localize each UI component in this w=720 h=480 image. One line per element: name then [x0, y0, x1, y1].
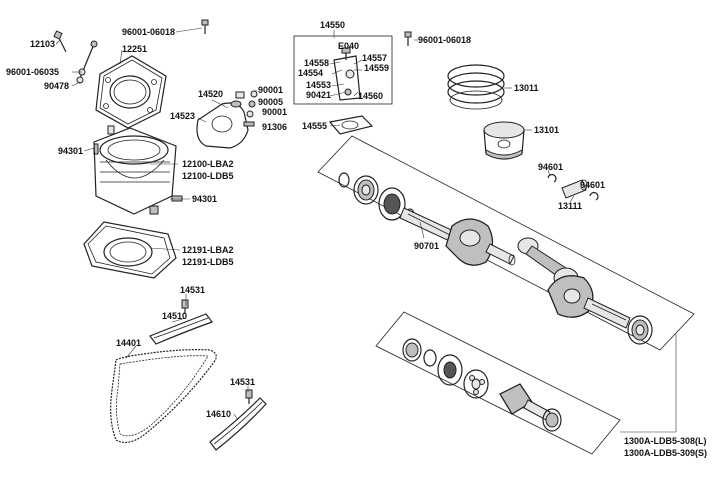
label-14554: 14554	[298, 68, 323, 78]
label-96001-06018-right: 96001-06018	[418, 35, 471, 45]
crankshaft-left	[399, 207, 494, 266]
label-13111: 13111	[558, 201, 582, 211]
assembly-box-14550	[293, 35, 393, 105]
label-90701: 90701	[414, 241, 439, 251]
tensioner-lifter-14520	[196, 91, 249, 149]
piston-clip-94601-b	[589, 192, 599, 201]
label-14557: 14557	[362, 53, 387, 63]
label-14531-a: 14531	[180, 285, 205, 295]
piston-clip-94601-a	[547, 174, 557, 183]
label-94301-a: 94301	[58, 146, 83, 156]
lifter-parts-90001	[243, 90, 258, 127]
label-14550: 14550	[320, 20, 345, 30]
label-90421: 90421	[306, 90, 331, 100]
leader-lines	[55, 27, 677, 433]
label-e040: E040	[338, 41, 359, 51]
balancer-gear	[437, 354, 463, 386]
balancer-bearing-left	[402, 338, 437, 367]
label-90001-b: 90001	[262, 107, 287, 117]
cylinder-12100	[93, 127, 177, 215]
label-12100-ldb5: 12100-LDB5	[182, 171, 234, 181]
crankpin-90701	[485, 243, 516, 266]
label-14553: 14553	[306, 80, 331, 90]
label-14610: 14610	[206, 409, 231, 419]
label-12103: 12103	[30, 39, 55, 49]
label-12191-ldb5: 12191-LDB5	[182, 257, 234, 267]
dowel-94301-b	[171, 195, 183, 202]
label-94601-a: 94601	[538, 162, 563, 172]
label-14523: 14523	[170, 111, 195, 121]
balancer-weight	[463, 369, 489, 399]
label-14520: 14520	[198, 89, 223, 99]
crankshaft-box	[317, 135, 695, 351]
label-14555: 14555	[302, 121, 327, 131]
label-96001-06035: 96001-06035	[6, 67, 59, 77]
label-12191-lba2: 12191-LBA2	[182, 245, 234, 255]
label-12251: 12251	[122, 44, 147, 54]
label-14401: 14401	[116, 338, 141, 348]
cam-chain-14401	[110, 349, 217, 443]
balancer-shaft	[499, 383, 551, 421]
label-14510: 14510	[162, 311, 187, 321]
crankshaft-right	[547, 275, 631, 329]
balancer-box	[375, 311, 621, 455]
label-14558: 14558	[304, 58, 329, 68]
gasket-14555	[328, 115, 374, 135]
piston-rings-13011	[447, 64, 505, 110]
chain-guide-14610	[209, 397, 267, 451]
label-13011: 13011	[514, 83, 539, 93]
base-gasket-12191	[83, 221, 177, 279]
label-14560: 14560	[358, 91, 383, 101]
stud-bolt-12103	[53, 30, 67, 53]
guide-bolt-14531-b	[245, 389, 253, 404]
label-90478: 90478	[44, 81, 69, 91]
head-gasket-12251	[95, 55, 167, 129]
label-14559: 14559	[364, 63, 389, 73]
label-1300a-ldb5-308: 1300A-LDB5-308(L)	[624, 436, 707, 446]
bolt-96001-06018-top	[201, 19, 209, 34]
label-90001-a: 90001	[258, 85, 283, 95]
guide-bolt-14531-a	[181, 299, 189, 314]
piston-13101	[483, 121, 525, 160]
label-91306: 91306	[262, 122, 287, 132]
label-94301-b: 94301	[192, 194, 217, 204]
part-labels: 12103 12251 96001-06018 96001-06035 9047…	[6, 20, 707, 458]
crank-bearing-right	[627, 315, 653, 345]
balancer-bearing-right	[542, 408, 562, 432]
label-90005: 90005	[258, 97, 283, 107]
chain-tensioner-14510	[149, 313, 213, 345]
label-13101: 13101	[534, 125, 559, 135]
label-94601-b: 94601	[580, 180, 605, 190]
label-1300a-ldb5-309: 1300A-LDB5-309(S)	[624, 448, 707, 458]
label-96001-06018-top: 96001-06018	[122, 27, 175, 37]
label-12100-lba2: 12100-LBA2	[182, 159, 234, 169]
label-14531-b: 14531	[230, 377, 255, 387]
bolt-96001-06018-right	[404, 31, 412, 46]
bolt-96001-06035	[76, 40, 98, 84]
